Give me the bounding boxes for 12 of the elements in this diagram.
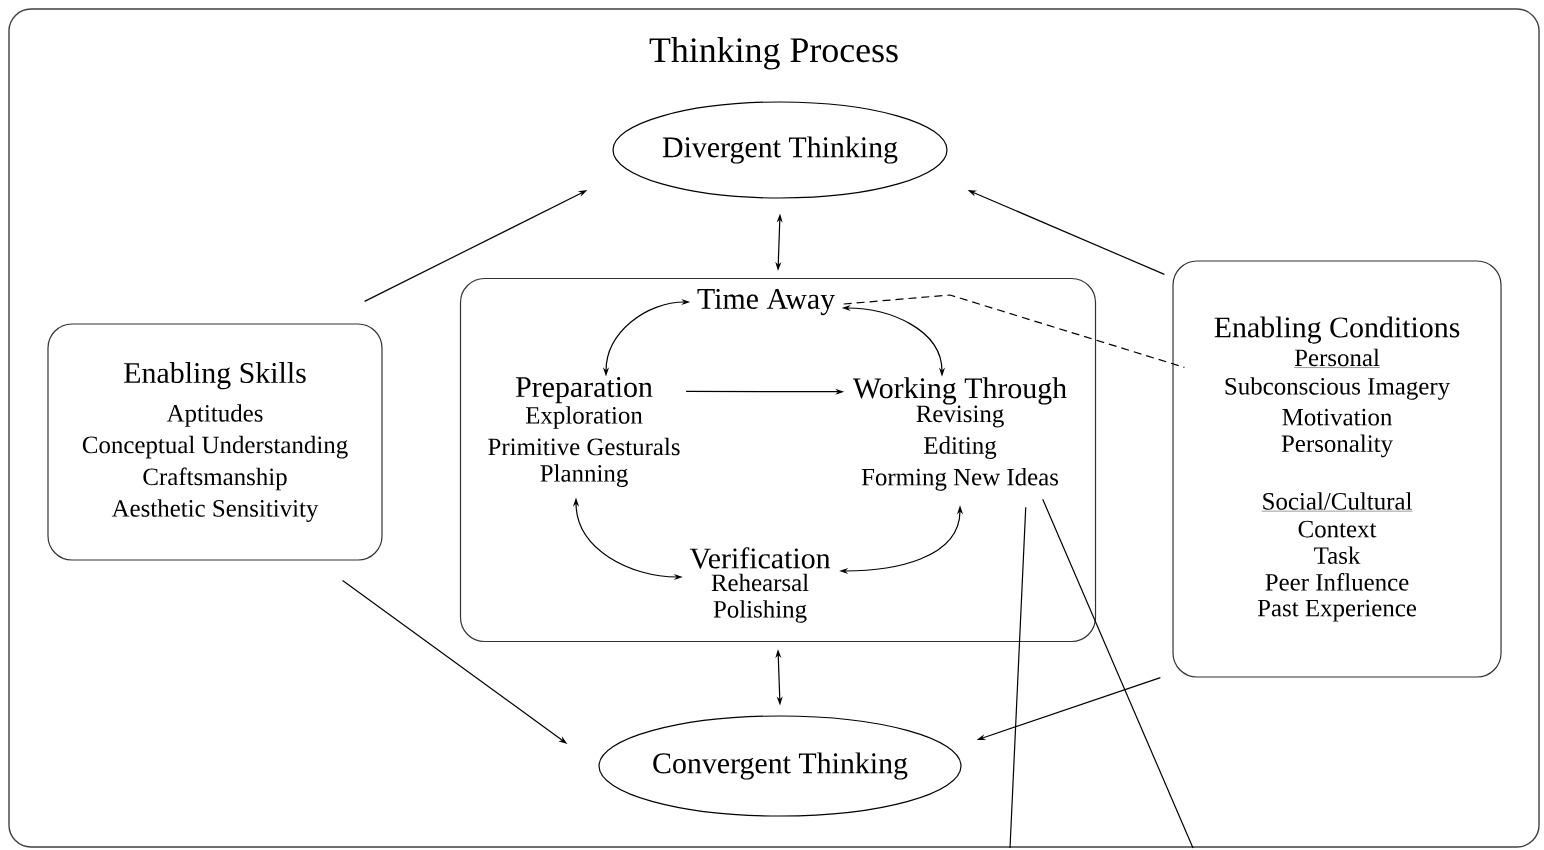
ellipse-node: Divergent Thinking [612, 101, 948, 199]
stage-label: Time Away [697, 288, 835, 316]
ellipse-node: Convergent Thinking [598, 715, 962, 817]
dashed-line [843, 294, 1185, 368]
stage-label: Verification Rehearsal Polishing [689, 547, 831, 623]
leader-line [1042, 498, 1194, 849]
process-box [459, 277, 1097, 643]
skills-box: Enabling Skills Aptitudes Conceptual Understanding Craftsmanship Aesthetic Sensitivity [47, 323, 383, 561]
leader-line [1009, 506, 1027, 849]
stage-label: Working Through Revising Editing Forming New Ideas [852, 377, 1067, 491]
stage-label: Preparation Exploration Primitive Gesturals Planning [488, 377, 680, 487]
conditions-box: Enabling Conditions Personal Subconscious Imagery Motivation Personality Social/Cultural Context Task Peer Influence Past Experience [1172, 260, 1502, 678]
